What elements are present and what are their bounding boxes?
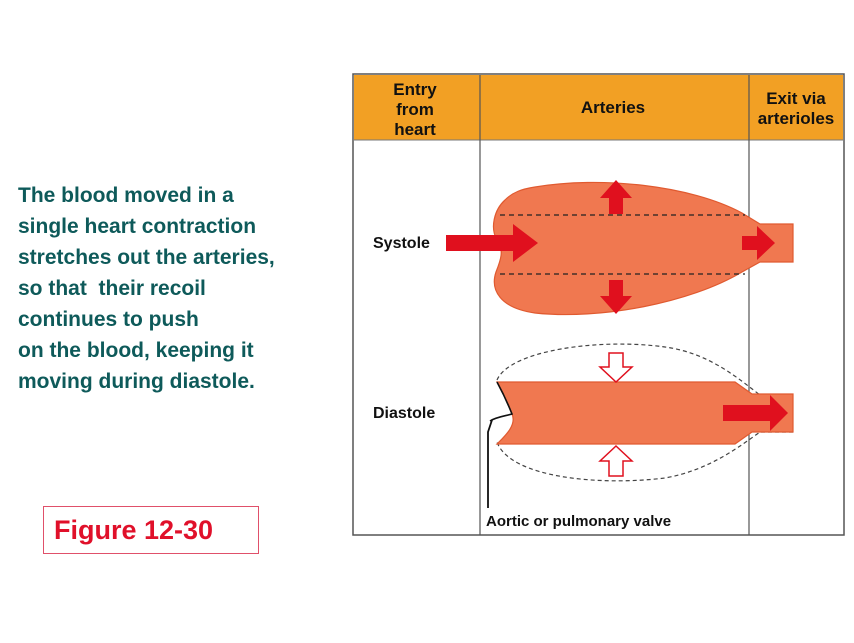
valve-label: Aortic or pulmonary valve (486, 513, 671, 530)
caption-line-4: so that their recoil (18, 277, 206, 300)
valve-flap (489, 381, 514, 422)
header-entry-line-1: Entry (393, 80, 437, 99)
caption-line-2: single heart contraction (18, 215, 257, 238)
caption-line-5: continues to push (18, 308, 199, 331)
header-entry-line-2: from (396, 100, 434, 119)
caption-line-1: The blood moved in a (18, 184, 234, 207)
systole-up-arrow (600, 180, 632, 214)
diastole-down-hollow-arrow (598, 352, 634, 384)
systole-label: Systole (373, 235, 430, 252)
systole-entry-arrow (446, 224, 538, 262)
diastole-label: Diastole (373, 405, 435, 422)
diastole-dashed-outline (496, 343, 793, 482)
diastole-exit-arrow (723, 395, 788, 431)
header-band (354, 75, 843, 140)
caption-line-7: moving during diastole. (18, 370, 255, 393)
header-entry-line-3: heart (394, 120, 436, 139)
systole-exit-arrow (742, 226, 775, 260)
header-exit-line-1: Exit via (766, 89, 826, 108)
caption-line-6: on the blood, keeping it (18, 339, 254, 362)
figure-label: Figure 12-30 (43, 506, 259, 554)
header-arteries: Arteries (581, 98, 645, 117)
systole-down-arrow (600, 280, 632, 314)
diastole-up-hollow-arrow (598, 444, 634, 477)
caption-line-3: stretches out the arteries, (18, 246, 275, 269)
header-exit-line-2: arterioles (758, 109, 835, 128)
caption-text: The blood moved in a single heart contra… (18, 180, 358, 397)
valve-leader-line (487, 419, 493, 508)
